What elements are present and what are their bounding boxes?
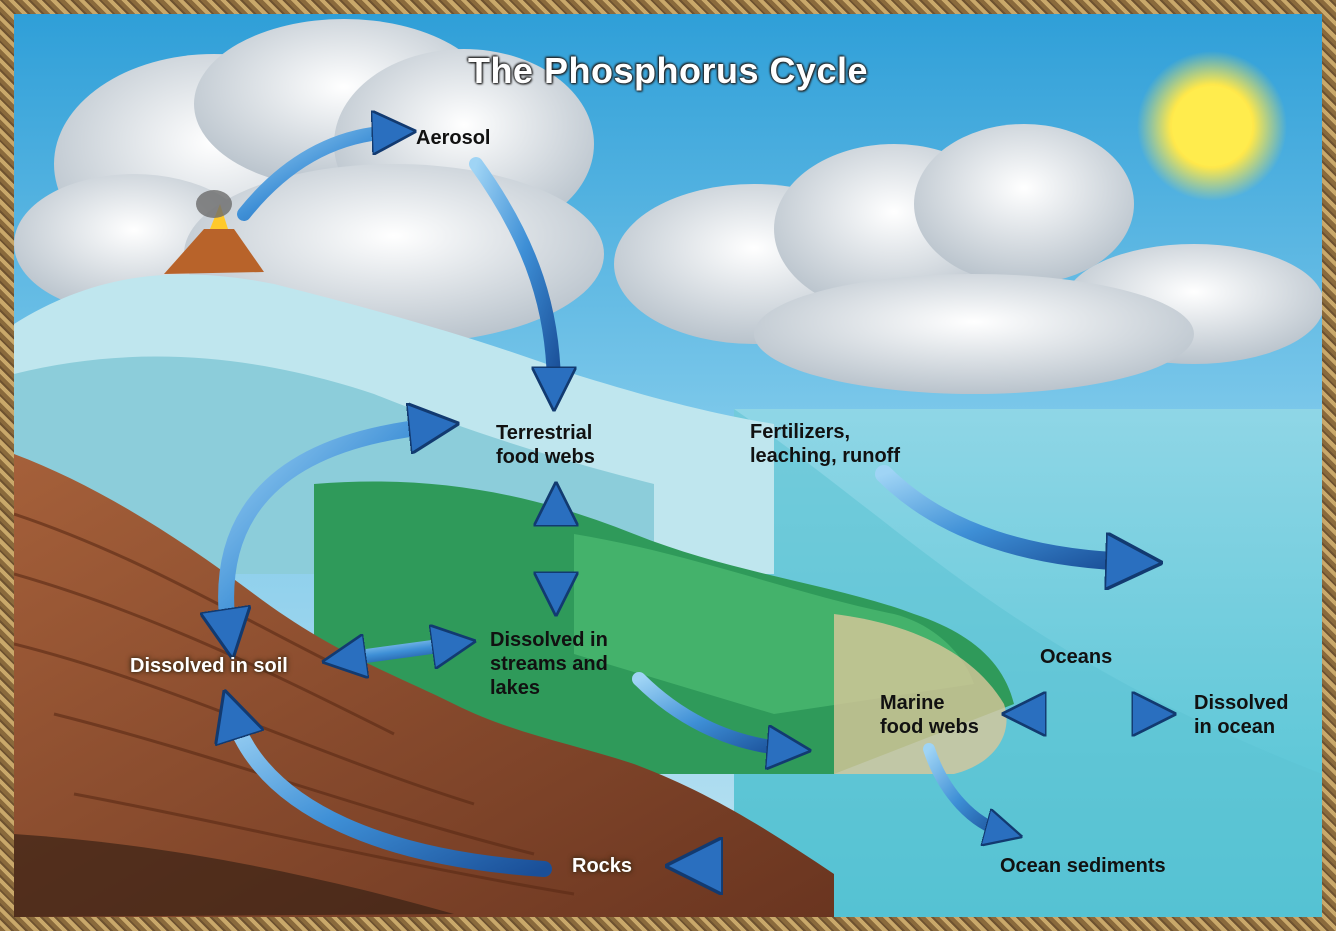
arrow-marine-to-sediments [923, 743, 1004, 832]
arrow-aerosol-to-terrestrial [469, 157, 554, 389]
arrow-rocks-to-soil [232, 714, 552, 877]
label-rocks: Rocks [572, 855, 633, 877]
arrow-streams-to-ocean [632, 672, 789, 749]
phosphorus-cycle-scene: The Phosphorus Cycle Aerosol Terrestrial… [14, 14, 1322, 917]
cycle-arrows [226, 132, 1154, 869]
ocean-current [734, 409, 1322, 917]
diagram-title: The Phosphorus Cycle [467, 50, 869, 91]
label-dissolved-streams: Dissolved in streams and lakes [490, 629, 608, 699]
label-dissolved-ocean: Dissolved in ocean [1194, 692, 1289, 738]
label-dissolved-soil: Dissolved in soil [130, 655, 288, 677]
beach [834, 614, 1007, 774]
arrow-soil-to-terrestrial [226, 426, 434, 634]
volcano [164, 229, 264, 274]
arrow-fertilizers-to-ocean [875, 465, 1134, 562]
label-marine-food-webs: Marine food webs [880, 692, 979, 738]
scene-illustration [14, 14, 1322, 917]
label-terrestrial-food-webs: Terrestrial food webs [496, 422, 595, 468]
sun-disk [1172, 86, 1252, 166]
arrow-soil-streams [344, 644, 454, 659]
label-oceans: Oceans [1040, 646, 1113, 668]
arrow-volcano-to-aerosol [237, 132, 394, 221]
label-aerosol: Aerosol [416, 127, 491, 149]
label-ocean-sediments: Ocean sediments [1000, 855, 1166, 877]
label-fertilizers: Fertilizers, leaching, runoff [750, 421, 900, 467]
